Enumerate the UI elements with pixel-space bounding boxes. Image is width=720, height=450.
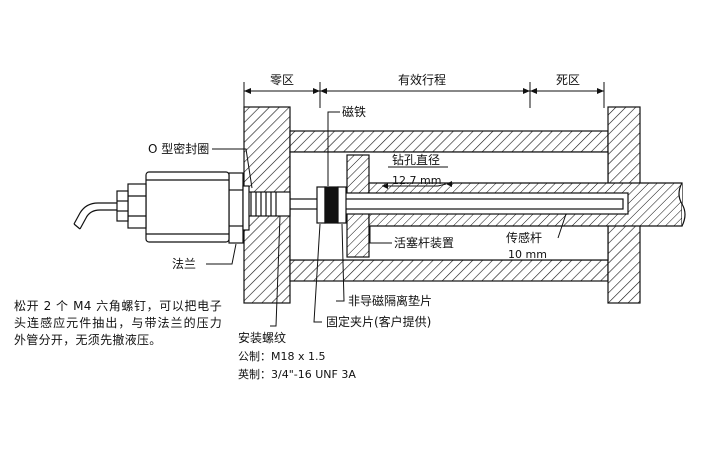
magnet-assembly (316, 186, 347, 224)
clamp-label: 固定夹片(客户提供) (326, 314, 431, 329)
thread-metric-label: 公制：M18 x 1.5 (238, 350, 325, 363)
removal-note: 松开 2 个 M4 六角螺钉，可以把电子头连感应元件抽出，与带法兰的压力外管分开… (14, 299, 222, 347)
piston-rod-label: 活塞杆装置 (394, 235, 454, 250)
leader-arrows (382, 181, 452, 189)
dead-zone-start-label: 零区 (270, 73, 294, 87)
effective-stroke-label: 有效行程 (398, 72, 446, 87)
thread-title-label: 安装螺纹 (238, 330, 286, 345)
flange-label: 法兰 (172, 257, 196, 271)
electronics-head (116, 171, 230, 243)
flange-hex (228, 172, 250, 244)
sensing-rod-value: 10 mm (508, 248, 547, 261)
dimension-arrows (244, 88, 604, 94)
o-ring-label: O 型密封圈 (148, 141, 209, 156)
dead-zone-end-label: 死区 (556, 73, 580, 87)
dimension-lines (243, 82, 605, 108)
drill-diameter-value: 12.7 mm (392, 174, 441, 187)
leader-lines (206, 111, 567, 327)
magnet-label: 磁铁 (342, 104, 366, 119)
mounting-thread (246, 191, 291, 217)
cable (73, 202, 117, 230)
thread-imperial-label: 英制：3/4"-16 UNF 3A (238, 367, 356, 381)
drill-diameter-label: 钻孔直径 (392, 152, 440, 167)
spacer-label: 非导磁隔离垫片 (348, 293, 432, 308)
sensing-rod-label: 传感杆 (506, 230, 542, 245)
